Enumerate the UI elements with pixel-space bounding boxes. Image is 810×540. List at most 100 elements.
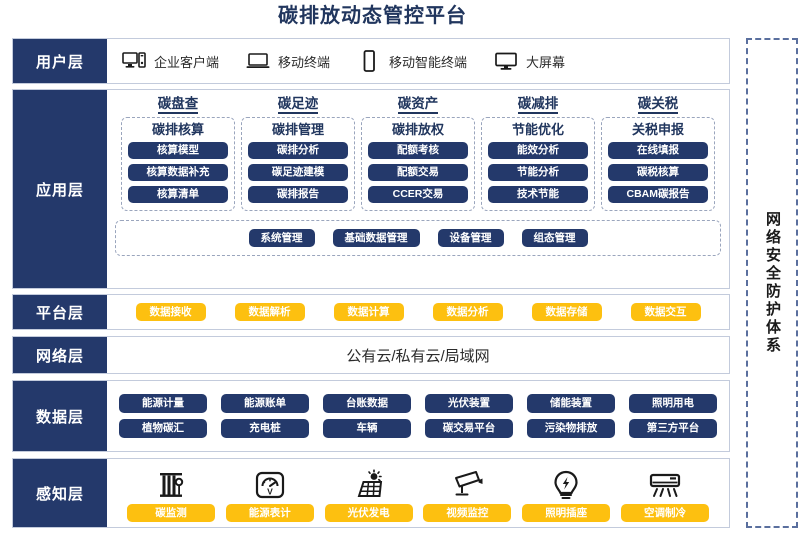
app-chip[interactable]: 在线填报 — [608, 142, 708, 159]
user-item-label: 移动终端 — [278, 54, 331, 70]
platform-chip[interactable]: 数据计算 — [333, 303, 404, 321]
sense-item-solar-power[interactable]: 光伏发电 — [323, 463, 415, 522]
data-chip[interactable]: 植物碳汇 — [119, 419, 207, 438]
management-chip[interactable]: 组态管理 — [521, 229, 588, 247]
group-box: 关税申报 在线填报 碳税核算 CBAM碳报告 — [601, 117, 715, 211]
app-chip[interactable]: 核算模型 — [128, 142, 228, 159]
monitor-icon — [493, 49, 519, 73]
sense-item-carbon-monitor[interactable]: 碳监测 — [125, 463, 217, 522]
management-chip[interactable]: 系统管理 — [248, 229, 315, 247]
platform-chip[interactable]: 数据分析 — [432, 303, 503, 321]
app-chip[interactable]: 碳排报告 — [248, 186, 348, 203]
data-chip[interactable]: 第三方平台 — [629, 419, 717, 438]
app-group-carbon-footprint: 碳足迹 碳排管理 碳排分析 碳足迹建模 碳排报告 — [241, 94, 355, 211]
sense-item-video-surveillance[interactable]: 视频监控 — [421, 463, 513, 522]
group-title: 碳减排 — [517, 96, 559, 114]
data-chip[interactable]: 能源账单 — [221, 394, 309, 413]
data-chip[interactable]: 充电桩 — [221, 419, 309, 438]
layer-platform: 平台层 数据接收 数据解析 数据计算 数据分析 数据存储 数据交互 — [12, 294, 730, 330]
app-chip[interactable]: 配额交易 — [368, 164, 468, 181]
data-chip[interactable]: 光伏装置 — [425, 394, 513, 413]
sense-item-energy-meter[interactable]: V 能源表计 — [224, 463, 316, 522]
app-chip[interactable]: 节能分析 — [488, 164, 588, 181]
sense-chip[interactable]: 空调制冷 — [620, 503, 709, 522]
layer-network: 网络层 公有云/私有云/局域网 — [12, 336, 730, 374]
platform-chip[interactable]: 数据接收 — [135, 303, 206, 321]
user-item-label: 移动智能终端 — [389, 54, 468, 70]
user-item-mobile-terminal[interactable]: 移动终端 — [245, 49, 330, 73]
solar-panel-icon — [348, 463, 390, 501]
group-box: 碳排管理 碳排分析 碳足迹建模 碳排报告 — [241, 117, 355, 211]
app-chip[interactable]: 能效分析 — [488, 142, 588, 159]
svg-text:V: V — [267, 486, 273, 496]
platform-chip[interactable]: 数据解析 — [234, 303, 305, 321]
user-item-enterprise-client[interactable]: 企业客户端 — [121, 49, 219, 73]
app-chip[interactable]: 技术节能 — [488, 186, 588, 203]
layer-application: 应用层 碳盘查 碳排核算 核算模型 核算数据补充 核算清单 碳足迹 碳排管理 — [12, 89, 730, 289]
group-title: 碳关税 — [637, 96, 679, 114]
user-item-smart-mobile-terminal[interactable]: 移动智能终端 — [356, 49, 467, 73]
app-chip[interactable]: 配额考核 — [368, 142, 468, 159]
app-chip[interactable]: 核算清单 — [128, 186, 228, 203]
group-box: 碳排核算 核算模型 核算数据补充 核算清单 — [121, 117, 235, 211]
data-chip[interactable]: 车辆 — [323, 419, 411, 438]
smartphone-icon — [356, 49, 382, 73]
group-subtitle: 关税申报 — [631, 122, 684, 137]
data-chip[interactable]: 污染物排放 — [527, 419, 615, 438]
group-box: 碳排放权 配额考核 配额交易 CCER交易 — [361, 117, 475, 211]
app-group-carbon-tariff: 碳关税 关税申报 在线填报 碳税核算 CBAM碳报告 — [601, 94, 715, 211]
user-item-label: 大屏幕 — [526, 54, 566, 70]
sense-chip[interactable]: 碳监测 — [127, 503, 215, 522]
sense-chip[interactable]: 照明插座 — [522, 503, 611, 522]
app-chip[interactable]: CCER交易 — [368, 186, 468, 203]
data-chip[interactable]: 照明用电 — [629, 394, 717, 413]
carbon-monitor-icon — [150, 463, 192, 501]
app-chip[interactable]: 碳税核算 — [608, 164, 708, 181]
group-subtitle: 碳排核算 — [151, 122, 204, 137]
app-chip[interactable]: 碳排分析 — [248, 142, 348, 159]
management-chip[interactable]: 设备管理 — [437, 229, 504, 247]
layer-platform-body: 数据接收 数据解析 数据计算 数据分析 数据存储 数据交互 — [107, 295, 729, 329]
laptop-icon — [245, 49, 271, 73]
sense-chip[interactable]: 光伏发电 — [324, 503, 413, 522]
management-chip[interactable]: 基础数据管理 — [332, 229, 420, 247]
data-chip[interactable]: 台账数据 — [323, 394, 411, 413]
data-chip[interactable]: 储能装置 — [527, 394, 615, 413]
layer-data-label: 数据层 — [13, 381, 107, 451]
sense-chip[interactable]: 视频监控 — [423, 503, 512, 522]
user-item-label: 企业客户端 — [154, 54, 220, 70]
app-group-carbon-reduction: 碳减排 节能优化 能效分析 节能分析 技术节能 — [481, 94, 595, 211]
layer-application-label: 应用层 — [13, 90, 107, 288]
sense-item-air-conditioning[interactable]: 空调制冷 — [619, 463, 711, 522]
layer-data-body: 能源计量 能源账单 台账数据 光伏装置 储能装置 照明用电 植物碳汇 充电桩 车… — [107, 381, 729, 451]
platform-chip[interactable]: 数据交互 — [630, 303, 701, 321]
sense-chip[interactable]: 能源表计 — [225, 503, 314, 522]
app-chip[interactable]: 核算数据补充 — [128, 164, 228, 181]
group-subtitle: 节能优化 — [511, 122, 564, 137]
app-chip[interactable]: 碳足迹建模 — [248, 164, 348, 181]
user-item-large-screen[interactable]: 大屏幕 — [493, 49, 565, 73]
sense-item-list: 碳监测 V 能源表计 — [107, 461, 729, 526]
platform-chip[interactable]: 数据存储 — [531, 303, 602, 321]
layer-network-label: 网络层 — [13, 337, 107, 373]
group-title: 碳盘查 — [157, 96, 199, 114]
sense-item-lighting-socket[interactable]: 照明插座 — [520, 463, 612, 522]
app-chip[interactable]: CBAM碳报告 — [608, 186, 708, 203]
layer-sense-label: 感知层 — [13, 459, 107, 527]
data-chip-row: 能源计量 能源账单 台账数据 光伏装置 储能装置 照明用电 — [119, 394, 717, 413]
layer-sense: 感知层 碳监测 — [12, 458, 730, 528]
page-title: 碳排放动态管控平台 — [278, 5, 467, 27]
application-group-list: 碳盘查 碳排核算 核算模型 核算数据补充 核算清单 碳足迹 碳排管理 碳排分析 … — [115, 94, 721, 211]
group-box: 节能优化 能效分析 节能分析 技术节能 — [481, 117, 595, 211]
layer-platform-label: 平台层 — [13, 295, 107, 329]
data-chip-grid: 能源计量 能源账单 台账数据 光伏装置 储能装置 照明用电 植物碳汇 充电桩 车… — [107, 389, 729, 443]
data-chip[interactable]: 能源计量 — [119, 394, 207, 413]
desktop-tower-icon — [121, 49, 147, 73]
data-chip[interactable]: 碳交易平台 — [425, 419, 513, 438]
energy-meter-icon: V — [249, 463, 291, 501]
user-item-list: 企业客户端 移动终端 — [107, 49, 729, 73]
layer-network-body: 公有云/私有云/局域网 — [107, 337, 729, 373]
application-management-box: 系统管理 基础数据管理 设备管理 组态管理 — [115, 220, 721, 256]
air-conditioner-icon — [644, 463, 686, 501]
lightbulb-icon — [545, 463, 587, 501]
